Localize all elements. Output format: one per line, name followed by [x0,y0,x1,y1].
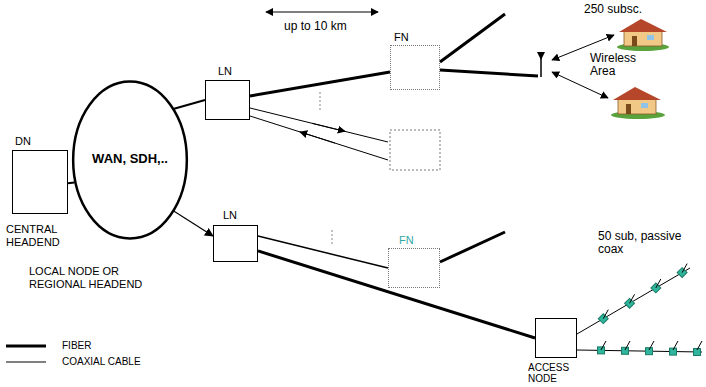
connector [174,100,205,109]
house [617,19,669,51]
headend-box: DNCENTRAL HEADEND [12,150,68,214]
direction-arrow [300,132,335,143]
tick-mark [320,92,321,112]
fiber-line [440,14,505,62]
coax-line [250,108,388,142]
legend-label: COAXIAL CABLE [62,356,141,368]
coax-line [577,268,690,334]
fiber-node-box: FN [390,45,440,90]
connector [174,211,213,236]
coax-taps [598,264,703,356]
connector [250,72,390,96]
node-label: LN [223,209,253,222]
connector [68,181,74,184]
node-label: LN [218,65,248,78]
fiber-node-box: FN [388,248,440,288]
distance-arrow [266,11,378,12]
access-node-box: ACCESS NODE [535,318,577,358]
node-label: WAN, SDH,.. [88,152,172,165]
node-label: ACCESS NODE [528,362,582,384]
connector [258,251,535,338]
local-node-box: LN [205,80,250,120]
fiber-node-box [390,130,440,170]
tick-mark [332,230,333,246]
direction-arrow [312,123,345,131]
annotation-label: 50 sub, passive coax [598,230,682,256]
antenna [537,52,545,77]
local-node-box: LNLOCAL NODE OR REGIONAL HEADEND [213,225,258,262]
annotation-label: 250 subsc. [584,3,664,16]
node-label: FN [399,234,429,247]
coax-line [577,350,702,352]
node-label: LOCAL NODE OR REGIONAL HEADEND [29,265,157,291]
legend-fiber-sample [6,345,46,348]
node-label: DN [15,135,55,148]
fiber-line [440,232,505,262]
fiber-line [440,70,538,76]
legend-coax-sample [6,362,46,363]
network-ellipse: WAN, SDH,.. [72,80,188,240]
annotation-label: up to 10 km [284,20,374,33]
legend-label: FIBER [62,340,91,352]
annotation-label: Wireless Area [590,52,645,78]
node-label: FN [394,31,424,44]
connector [258,236,388,268]
node-label: CENTRAL HEADEND [6,223,72,249]
coax-line [250,116,388,160]
house [611,87,665,119]
